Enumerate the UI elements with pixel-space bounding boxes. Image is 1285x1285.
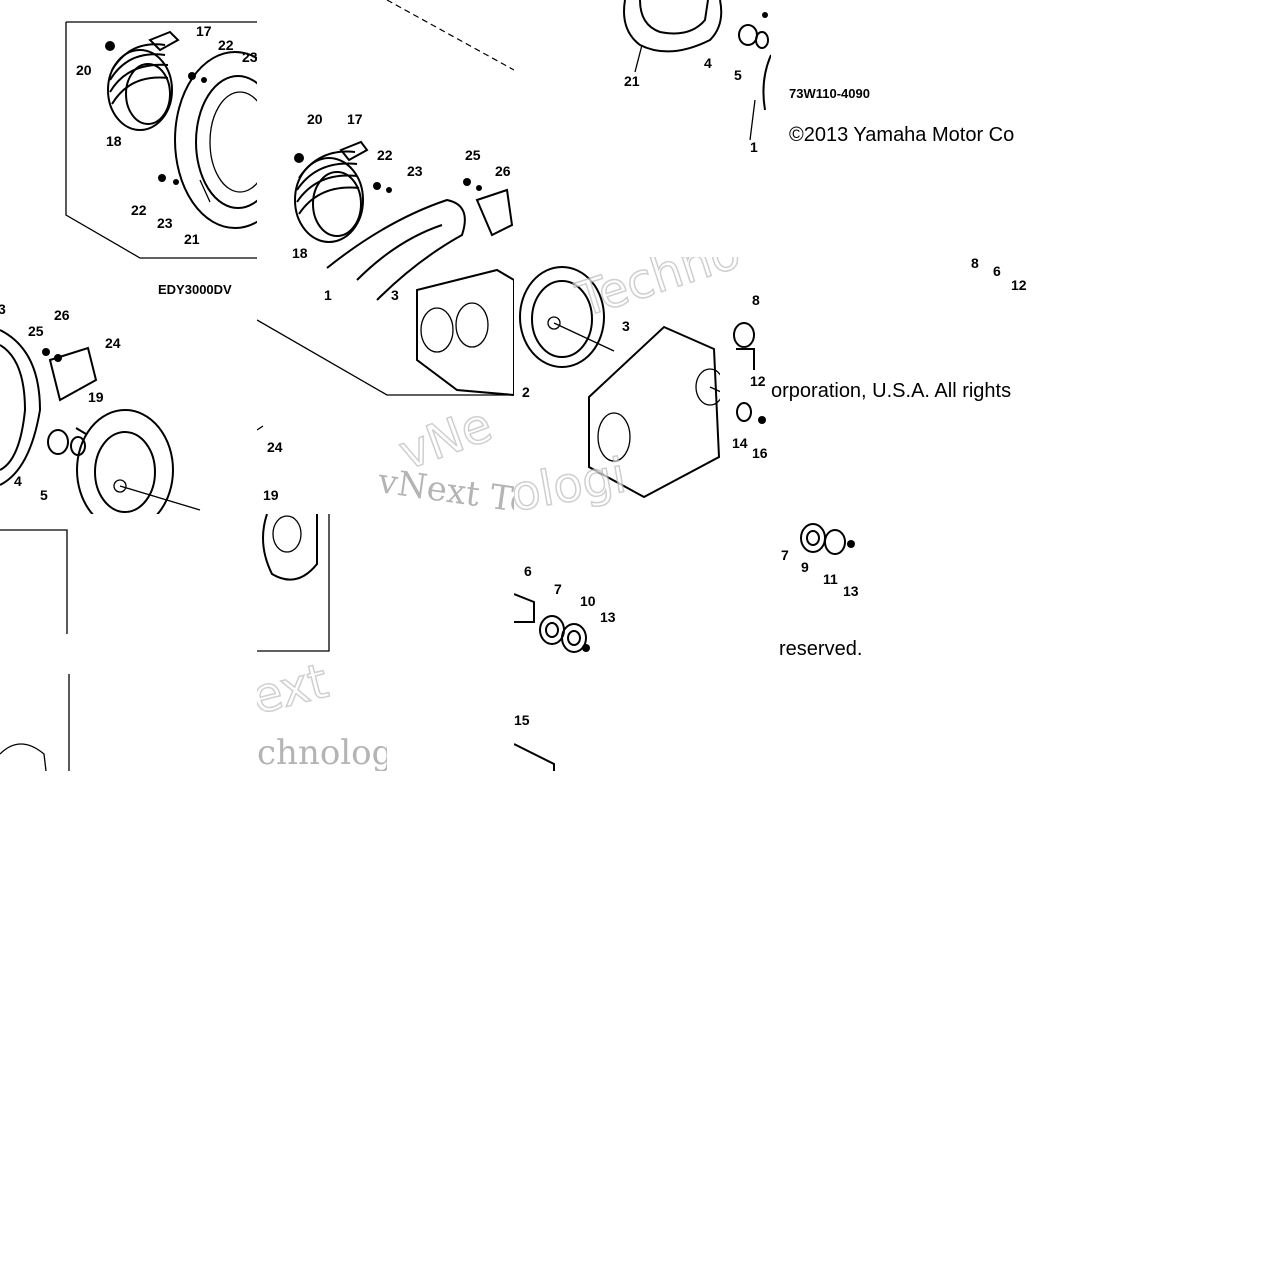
callout: 1	[750, 139, 758, 155]
callout: 11	[823, 571, 838, 587]
inset-tile-clutch-detail: 20 17 22 23 18 22 23 21	[0, 0, 257, 278]
part-number: 73W110-4090	[789, 86, 870, 101]
watermark: ext	[257, 653, 334, 726]
tile-pulley-cover: 20 17 22 23 25 26 18 1 3	[257, 0, 514, 400]
callout: 8	[971, 255, 979, 271]
copyright-line-2: orporation, U.S.A. All rights	[771, 380, 1011, 402]
callout: 4	[14, 473, 22, 489]
callout: 19	[88, 389, 104, 405]
watermark: chnolog	[257, 733, 387, 771]
callout: 13	[843, 583, 859, 599]
tile-copyright-mid: orporation, U.S.A. All rights	[771, 372, 1028, 402]
pulley-cover-drawing: 20 17 22 23 25 26 18 1 3	[257, 0, 514, 397]
callout: 23	[157, 215, 173, 231]
model-code-strip: EDY3000DV	[0, 278, 257, 300]
callout: 4	[704, 55, 712, 71]
callout: 21	[184, 231, 200, 247]
callout: 3	[622, 318, 630, 334]
pulley-wheel-drawing: 3 25 26 24 19 4 5	[0, 301, 201, 514]
callout: 17	[347, 111, 363, 127]
callout: 22	[218, 37, 234, 53]
callout: 14	[732, 435, 748, 451]
copyright-line-3: reserved.	[779, 638, 862, 660]
callout: 5	[40, 487, 48, 503]
callout: 23	[242, 49, 257, 65]
callout: 6	[993, 263, 1001, 279]
callout: 20	[76, 62, 92, 78]
callout: 12	[1011, 277, 1027, 293]
callout: 3	[0, 301, 6, 317]
callout: 22	[131, 202, 147, 218]
callout: 5	[734, 67, 742, 83]
tile-gear-right: 7 9 11 13	[771, 514, 871, 604]
tile-watermark-mid: 24 19 vNe vNext Te	[257, 400, 514, 514]
callout: 12	[750, 373, 766, 389]
callout: 2	[522, 384, 530, 400]
callout: 18	[292, 245, 308, 261]
copyright-line-1: ©2013 Yamaha Motor Co	[789, 124, 1014, 146]
watermark: ologi	[514, 448, 630, 514]
tile-copyright-top: 73W110-4090 ©2013 Yamaha Motor Co 8 6 12	[771, 0, 1028, 300]
callout: 25	[465, 147, 481, 163]
watermark: Techno	[569, 257, 746, 329]
callout: 7	[781, 547, 789, 563]
tile-frame-fragment	[0, 514, 70, 771]
callout: 21	[624, 73, 640, 89]
callout: 23	[407, 163, 423, 179]
callout: 6	[524, 563, 532, 579]
callout: 22	[377, 147, 393, 163]
callout: 20	[307, 111, 323, 127]
callout: 1	[324, 287, 332, 303]
tile-gear-stack: 6 7 10 13 15	[514, 514, 771, 771]
callout: 17	[196, 23, 212, 39]
callout: 10	[580, 593, 596, 609]
callout: 15	[514, 712, 530, 728]
callout: 8	[752, 292, 760, 308]
tile-pulley-wheel: 3 25 26 24 19 4 5	[0, 300, 257, 514]
callout: 9	[801, 559, 809, 575]
tile-shaft: 12 14 16	[720, 370, 771, 514]
callout: 25	[28, 323, 44, 339]
inset-drawing: 20 17 22 23 18 22 23 21	[65, 21, 257, 259]
tile-housing-fragment: ext chnolog	[257, 514, 387, 771]
callout: 26	[495, 163, 511, 179]
callout: 18	[106, 133, 122, 149]
tile-cover-fragment: 4 5 21 1	[600, 0, 771, 160]
model-code: EDY3000DV	[158, 282, 232, 297]
callout: 24	[267, 439, 283, 455]
callout: 24	[105, 335, 121, 351]
tile-copyright-bottom: reserved.	[771, 630, 1028, 660]
callout: 26	[54, 307, 70, 323]
gear-housing-drawing: Techno 8 3 2 ologi	[514, 257, 760, 514]
callout: 19	[263, 487, 279, 503]
callout: 16	[752, 445, 768, 461]
callout: 13	[600, 609, 616, 625]
callout: 3	[391, 287, 399, 303]
callout: 7	[554, 581, 562, 597]
